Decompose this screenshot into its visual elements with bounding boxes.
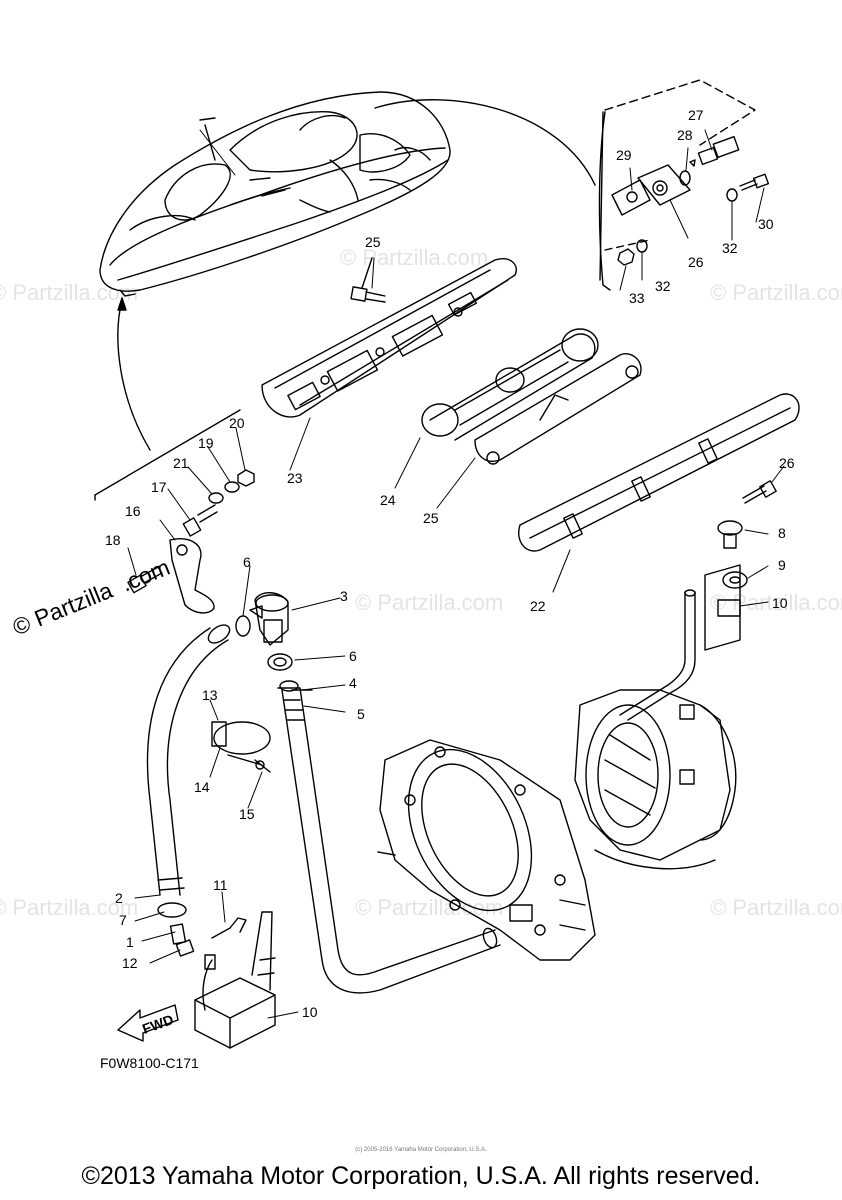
bolt-part-19 [128,566,162,593]
callout-13: 12 [122,955,138,971]
hose-part-2 [148,621,233,895]
washer-part-9 [723,572,747,588]
bracket-part-17 [170,539,214,613]
watermark: © Partzilla.com [355,895,503,920]
plate-part-30 [612,180,650,215]
watermark: © Partzilla.com [710,280,842,305]
callout-32: 32 [655,278,671,294]
watercraft-illustration [100,92,450,296]
clamp-part-6 [268,654,292,670]
fwd-label: FWD [140,1011,175,1037]
callout-5: 5 [357,706,365,722]
callout-17: 16 [125,503,141,519]
watermark-suffix: .com [117,554,173,597]
bolt-part-18 [183,505,217,536]
clamp-part-6 [236,616,250,636]
callout-labels: 25 29 28 27 30 32 26 32 33 23 24 25 22 2… [105,107,795,1020]
fitting-part-1 [171,924,186,944]
hose-part-5 [278,681,500,993]
main-watermark: © Partzilla .com [9,554,173,641]
leader-watercraft-to-sensor [375,100,595,185]
watermark-prefix: © Partzilla [9,577,116,641]
watermark: © Partzilla.com [0,895,138,920]
holder-part-27 [638,165,690,205]
callout-3: 3 [340,588,348,604]
callout-22: 21 [173,455,189,471]
callout-30: 29 [616,147,632,163]
callout-10: 10 [772,595,788,611]
pin-part-12 [212,918,246,938]
diagram-code: F0W8100-C171 [100,1055,199,1071]
callout-9: 9 [778,557,786,573]
callout-6: 6 [349,648,357,664]
callout-11: 10 [302,1004,318,1020]
callout-27: 26 [688,254,704,270]
bolt-part-31 [740,174,768,190]
callout-4: 4 [349,675,357,691]
grille-plate-part-23 [519,394,799,551]
callout-20: 19 [198,435,214,451]
fwd-arrow [118,1005,178,1041]
washer-part-32 [727,189,737,201]
callout-19: 18 [105,532,121,548]
clip-part-10 [705,565,740,650]
callout-2: 2 [115,890,123,906]
callout-28: 27 [688,107,704,123]
watermark: © Partzilla.com [340,245,488,270]
clamp-assembly-part-14 [212,722,270,772]
bracket-group-line [95,410,240,495]
sensor-detail-box [599,80,755,290]
callout-26: 26 [779,455,795,471]
callout-26: 25 [365,234,381,250]
callout-1: 1 [126,934,134,950]
callout-18: 17 [151,479,167,495]
leader-bracket-to-watercraft [118,300,150,450]
callout-25: 25 [423,510,439,526]
plug-part-8 [718,521,742,548]
intake-duct [378,730,595,960]
callout-23: 22 [530,598,546,614]
callout-29: 28 [677,127,693,143]
bolt-part-26 [351,258,385,302]
grille-plate-part-24 [262,259,516,417]
callout-15: 14 [194,779,210,795]
nut-part-21 [238,470,254,486]
watermark: © Partzilla.com [710,590,842,615]
washer-part-22 [209,493,223,503]
clamp-part-7 [158,903,186,917]
callout-25: 24 [380,492,396,508]
callout-7: 7 [119,912,127,928]
o-ring-part-29 [680,171,690,185]
watermark: © Partzilla.com [355,590,503,615]
nut-part-33 [618,249,634,265]
copyright-small: (c) 2005-2016 Yamaha Motor Corporation, … [355,1147,487,1153]
hose-right [620,592,685,715]
callout-31: 30 [758,216,774,232]
callout-24: 23 [287,470,303,486]
sensor-part-28 [690,137,739,166]
callout-8: 8 [778,525,786,541]
watermark-group: © Partzilla.com © Partzilla.com © Partzi… [0,245,842,920]
jet-pump-housing [575,690,736,869]
leader-lines [128,130,784,1018]
washer-part-20 [225,482,239,492]
watermark: © Partzilla.com [0,280,138,305]
callout-32: 32 [722,240,738,256]
callout-21: 20 [229,415,245,431]
module-part-11 [195,912,275,1048]
fitting-part-3 [250,593,288,645]
callout-6: 6 [243,554,251,570]
callout-12: 11 [213,877,228,893]
copyright-notice: ©2013 Yamaha Motor Corporation, U.S.A. A… [81,1162,761,1190]
callout-33: 33 [629,290,645,306]
duct-part-25 [422,329,598,440]
callout-16: 15 [239,806,255,822]
watermark: © Partzilla.com [710,895,842,920]
bolt-part-26 [743,481,776,503]
bracket-part-25 [475,354,641,464]
callout-14: 13 [202,687,218,703]
